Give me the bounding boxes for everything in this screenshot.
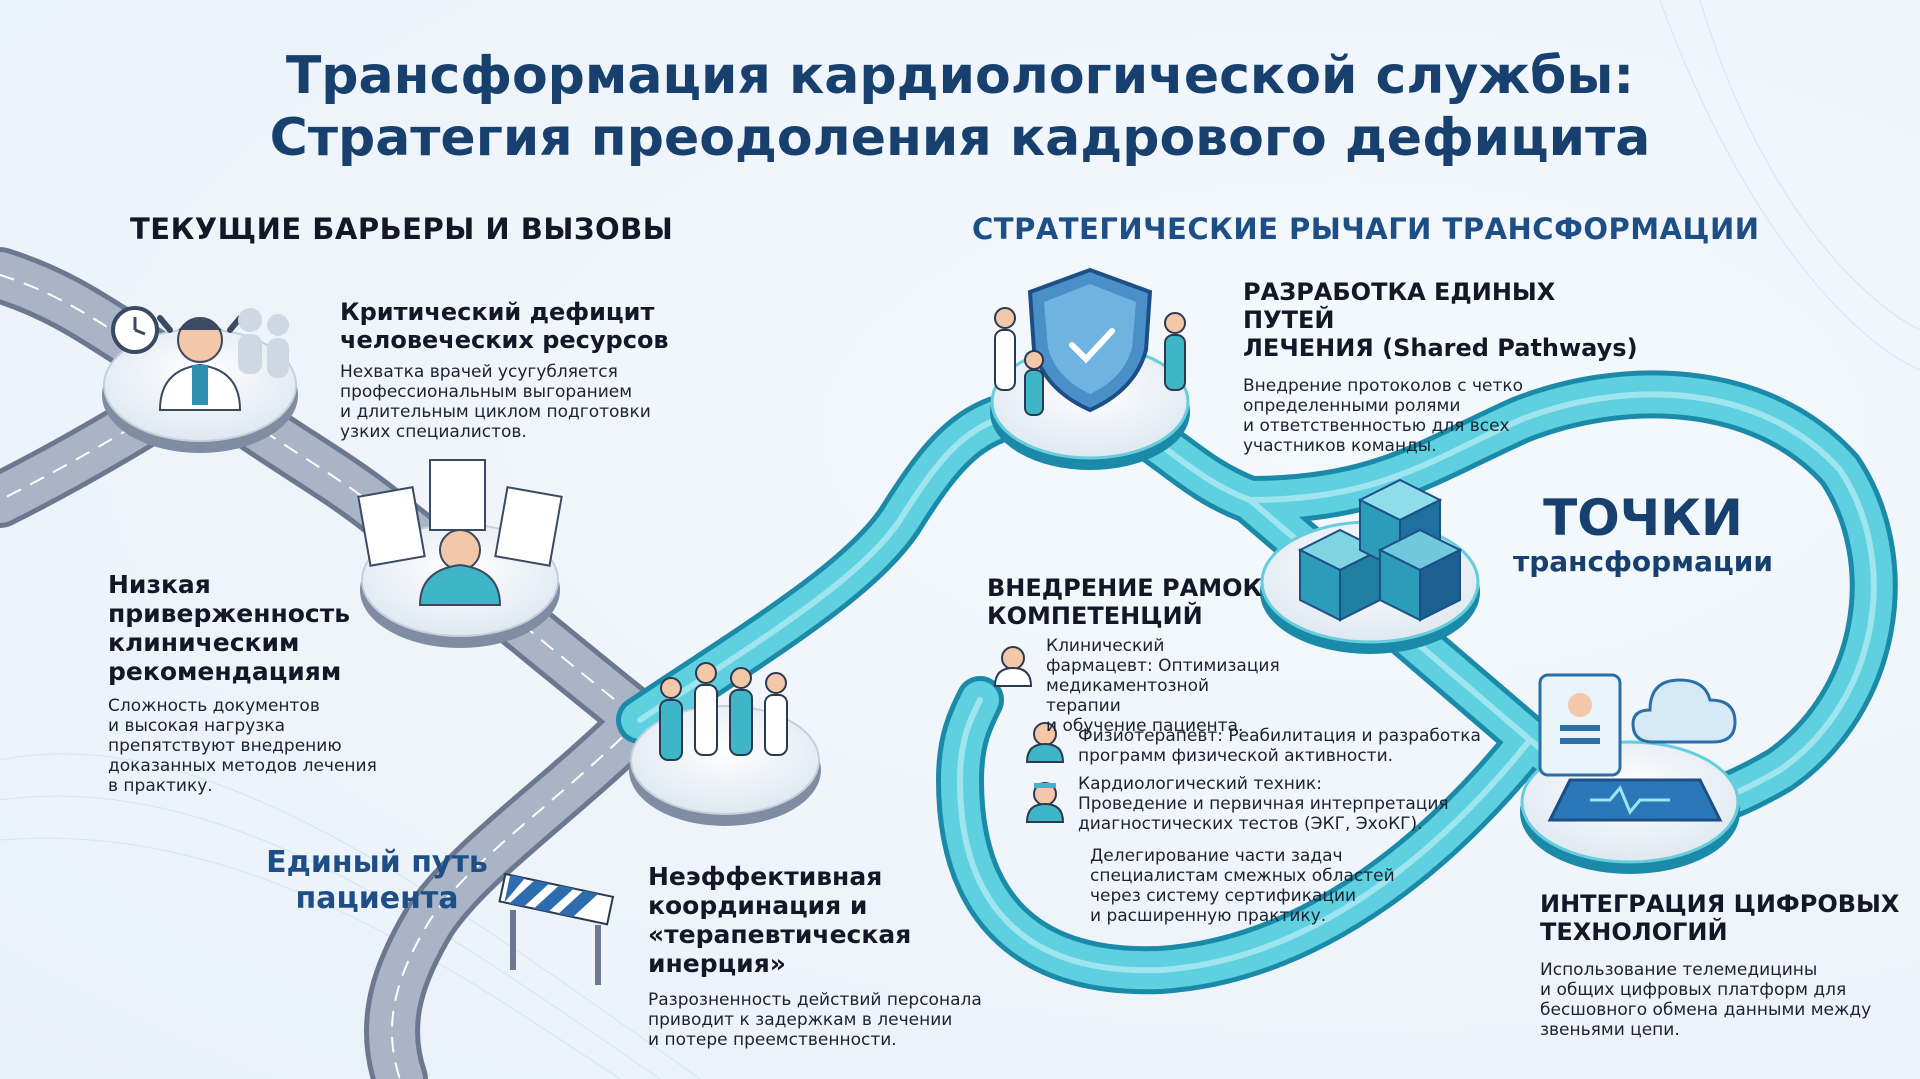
- lever-text-line: участников команды.: [1243, 436, 1437, 456]
- transformation-points-title: ТОЧКИ: [1543, 489, 1743, 547]
- role-text-line: медикаментозной терапии: [1046, 676, 1210, 716]
- lever-text-line: Внедрение протоколов с четко: [1243, 376, 1524, 396]
- role-text-line: Клинический: [1046, 636, 1165, 656]
- lever-text-line: и ответственностью для всех: [1243, 416, 1510, 436]
- barrier-coordination: Неэффективная координация и «терапевтиче…: [648, 862, 1008, 1050]
- role-text-line: Кардиологический техник:: [1078, 774, 1322, 794]
- lever-title-line: ВНЕДРЕНИЕ РАМОК: [987, 574, 1263, 602]
- lever-text-line: определенными ролями: [1243, 396, 1461, 416]
- barrier-title-line: клиническим: [108, 628, 300, 657]
- cubes-icon: [1297, 478, 1463, 622]
- barrier-title-line: приверженность: [108, 599, 351, 628]
- road-barrier-icon: [498, 872, 615, 985]
- barrier-title-line: Критический дефицит: [340, 298, 655, 326]
- barrier-text-line: и длительным циклом подготовки: [340, 402, 651, 422]
- role-text-line: диагностических тестов (ЭКГ, ЭхоКГ).: [1078, 814, 1423, 834]
- barrier-title-line: человеческих ресурсов: [340, 326, 669, 354]
- lever-text-line: Использование телемедицины: [1540, 960, 1818, 980]
- barrier-text-line: Нехватка врачей усугубляется: [340, 362, 618, 382]
- lever-digital: ИНТЕГРАЦИЯ ЦИФРОВЫХ ТЕХНОЛОГИЙ Использов…: [1540, 890, 1910, 1040]
- delegation-text-line: через систему сертификации: [1090, 886, 1357, 906]
- lever-title-line: РАЗРАБОТКА ЕДИНЫХ ПУТЕЙ: [1243, 278, 1556, 334]
- lever-title-line: ИНТЕГРАЦИЯ ЦИФРОВЫХ: [1540, 890, 1900, 918]
- role-technician: Кардиологический техник: Проведение и пе…: [1078, 774, 1498, 834]
- lever-title-line: ЛЕЧЕНИЯ (Shared Pathways): [1243, 334, 1638, 362]
- tablet-cloud-icon: [1538, 673, 1737, 822]
- role-text-line: программ физической активности.: [1078, 746, 1394, 766]
- patient-path-label-line: пациента: [295, 881, 459, 916]
- delegation-text-line: специалистам смежных областей: [1090, 866, 1395, 886]
- physiotherapist-icon: [1025, 722, 1065, 763]
- lever-text-line: бесшовного обмена данными между: [1540, 1000, 1872, 1020]
- barrier-low-adherence: Низкая приверженность клиническим рекоме…: [108, 570, 408, 796]
- barrier-staff-shortage: Критический дефицит человеческих ресурсо…: [340, 298, 680, 442]
- role-pharmacist: Клинический фармацевт: Оптимизация медик…: [1046, 636, 1286, 736]
- shield-team-icon: [994, 267, 1186, 416]
- role-text-line: фармацевт: Оптимизация: [1046, 656, 1280, 676]
- barrier-text-line: приводит к задержкам в лечении: [648, 1010, 953, 1030]
- barrier-title-line: инерция»: [648, 949, 786, 978]
- right-section-heading: СТРАТЕГИЧЕСКИЕ РЫЧАГИ ТРАНСФОРМАЦИИ: [972, 212, 1760, 246]
- role-physiotherapist: Физиотерапевт: Реабилитация и разработка…: [1078, 726, 1498, 766]
- barrier-text-line: и потере преемственности.: [648, 1030, 897, 1050]
- role-text-line: Проведение и первичная интерпретация: [1078, 794, 1449, 814]
- barrier-text-line: узких специалистов.: [340, 422, 527, 442]
- role-text-line: и обучение пациента.: [1046, 716, 1244, 736]
- delegation-text-line: Делегирование части задач: [1090, 846, 1343, 866]
- pharmacist-icon: [993, 646, 1033, 687]
- lever-shared-pathways: РАЗРАБОТКА ЕДИНЫХ ПУТЕЙ ЛЕЧЕНИЯ (Shared …: [1243, 278, 1643, 456]
- barrier-title-line: Низкая: [108, 570, 211, 599]
- barrier-text-line: Сложность документов: [108, 696, 320, 716]
- barrier-title-line: «терапевтическая: [648, 920, 912, 949]
- page-title: Трансформация кардиологической службы: С…: [0, 45, 1920, 169]
- silhouettes-icon: [238, 308, 289, 378]
- transformation-points-subtitle: трансформации: [1513, 545, 1773, 578]
- documents-icon: [357, 459, 563, 606]
- barrier-text-line: в практику.: [108, 776, 213, 796]
- lever-competence-title: ВНЕДРЕНИЕ РАМОК КОМПЕТЕНЦИЙ: [987, 574, 1287, 630]
- lever-text-line: звеньями цепи.: [1540, 1020, 1680, 1040]
- barrier-text-line: и высокая нагрузка: [108, 716, 285, 736]
- technician-icon: [1025, 782, 1065, 823]
- title-line-2: Стратегия преодоления кадрового дефицита: [269, 108, 1651, 168]
- left-section-heading: ТЕКУЩИЕ БАРЬЕРЫ И ВЫЗОВЫ: [130, 212, 674, 246]
- lever-text-line: и общих цифровых платформ для: [1540, 980, 1847, 1000]
- role-text-line: Физиотерапевт: Реабилитация и разработка: [1078, 726, 1481, 746]
- title-line-1: Трансформация кардиологической службы:: [285, 46, 1635, 106]
- lever-title-line: КОМПЕТЕНЦИЙ: [987, 602, 1203, 630]
- barrier-text-line: препятствуют внедрению: [108, 736, 342, 756]
- lever-title-line: ТЕХНОЛОГИЙ: [1540, 918, 1728, 946]
- patient-path-label-line: Единый путь: [266, 845, 488, 880]
- barrier-text-line: профессиональным выгоранием: [340, 382, 633, 402]
- team-icon: [659, 662, 788, 761]
- patient-path-label: Единый путь пациента: [262, 845, 492, 917]
- disc-3: [629, 705, 821, 826]
- stressed-doctor-icon: [157, 315, 243, 411]
- transformation-points-label: ТОЧКИ трансформации: [1508, 490, 1778, 578]
- barrier-title-line: рекомендациям: [108, 657, 342, 686]
- barrier-text-line: Разрозненность действий персонала: [648, 990, 982, 1010]
- barrier-title-line: координация и: [648, 891, 868, 920]
- delegation-text: Делегирование части задач специалистам с…: [1090, 846, 1430, 926]
- barrier-text-line: доказанных методов лечения: [108, 756, 377, 776]
- delegation-text-line: и расширенную практику.: [1090, 906, 1327, 926]
- clock-icon: [111, 306, 159, 354]
- barrier-title-line: Неэффективная: [648, 862, 883, 891]
